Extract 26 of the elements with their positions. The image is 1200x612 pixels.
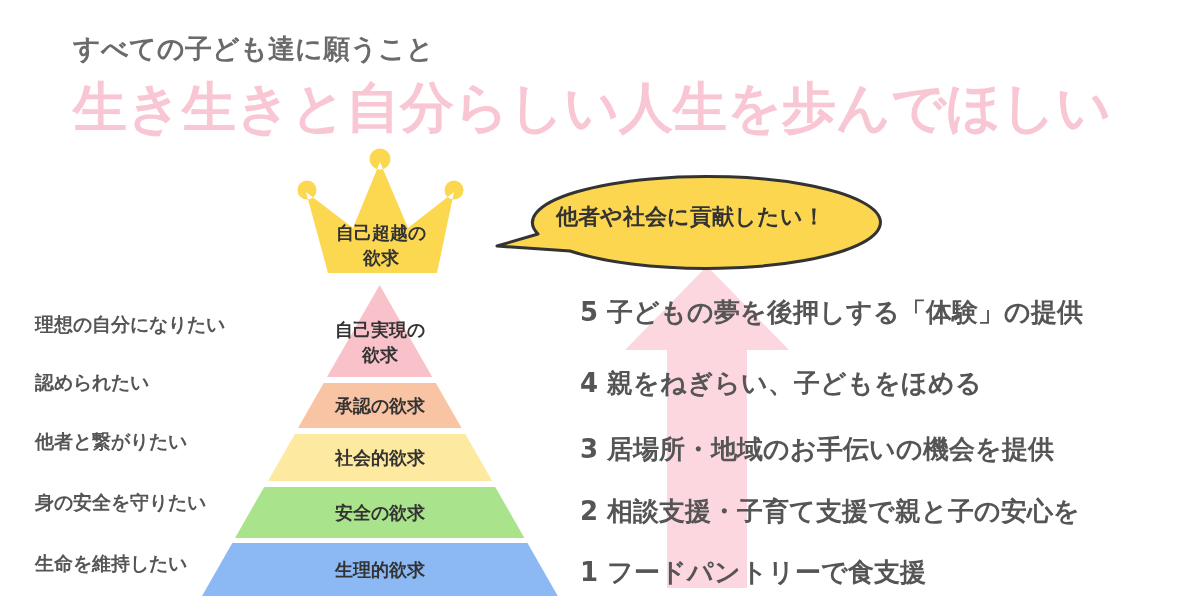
speech-bubble <box>495 173 885 273</box>
pyramid-tier <box>298 383 462 428</box>
subheading: すべての子ども達に願うこと <box>73 31 434 66</box>
pyramid-tier <box>202 543 558 596</box>
pyramid-tier <box>235 487 525 538</box>
support-item: 5 子どもの夢を後押しする「体験」の提供 <box>580 296 1084 329</box>
need-label: 理想の自分になりたい <box>35 311 225 337</box>
need-label: 認められたい <box>35 369 149 395</box>
crown-label: 自己超越の欲求 <box>335 221 427 271</box>
support-item: 3 居場所・地域のお手伝いの機会を提供 <box>580 433 1055 466</box>
pyramid-tier <box>327 285 433 377</box>
bubble-text: 他者や社会に貢献したい！ <box>555 203 825 231</box>
support-item: 1 フードパントリーで食支援 <box>580 556 927 589</box>
tier-label: 生理的欲求 <box>335 558 425 582</box>
support-item: 4 親をねぎらい、子どもをほめる <box>580 367 983 400</box>
support-item: 2 相談支援・子育て支援で親と子の安心を <box>580 495 1081 528</box>
need-label: 生命を維持したい <box>35 550 187 576</box>
crown-shape <box>297 146 465 276</box>
need-label: 他者と繋がりたい <box>35 428 187 454</box>
main-heading: 生き生きと自分らしい人生を歩んでほしい <box>73 76 1111 141</box>
tier-label: 安全の欲求 <box>335 501 425 525</box>
need-label: 身の安全を守りたい <box>35 489 206 515</box>
tier-label: 自己実現の欲求 <box>334 318 426 368</box>
tier-label: 承認の欲求 <box>335 394 425 418</box>
pyramid-tier <box>267 434 493 481</box>
tier-label: 社会的欲求 <box>335 446 425 470</box>
